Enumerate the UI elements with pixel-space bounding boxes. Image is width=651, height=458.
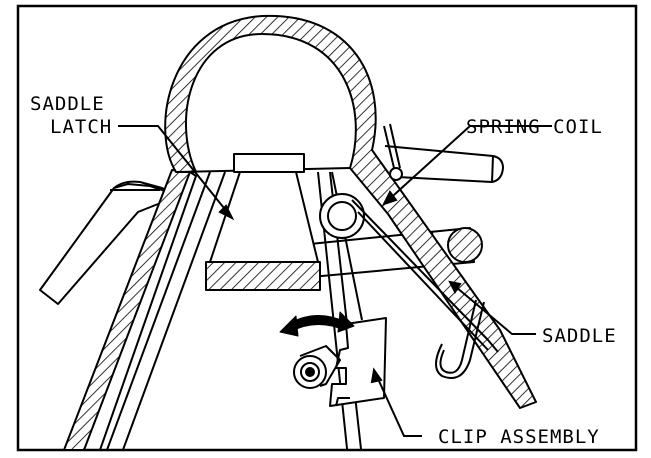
rod-end-hatched [447, 227, 483, 263]
top-pin [383, 123, 403, 181]
saddle-dome [164, 14, 537, 409]
clip-assembly-shape [293, 317, 387, 407]
leader-clip-assembly [373, 369, 422, 437]
leader-lines [118, 125, 552, 437]
label-clip-assembly: CLIP ASSEMBLY [438, 426, 600, 448]
inner-tubes [105, 171, 226, 450]
leader-spring-coil [383, 125, 552, 205]
label-saddle: SADDLE [542, 325, 617, 347]
spring-coil [319, 193, 499, 353]
rotation-arrow [279, 311, 355, 337]
saddle-latch [205, 171, 321, 291]
label-saddle-latch-line1: SADDLE [30, 93, 105, 115]
rear-rod [377, 145, 504, 183]
label-spring-coil: SPRING COIL [466, 116, 603, 138]
label-saddle-latch-line2: LATCH [50, 116, 112, 138]
leader-saddle-latch [118, 125, 233, 219]
leader-saddle [449, 281, 536, 335]
diagram-frame [16, 4, 638, 452]
j-hook [435, 299, 485, 379]
